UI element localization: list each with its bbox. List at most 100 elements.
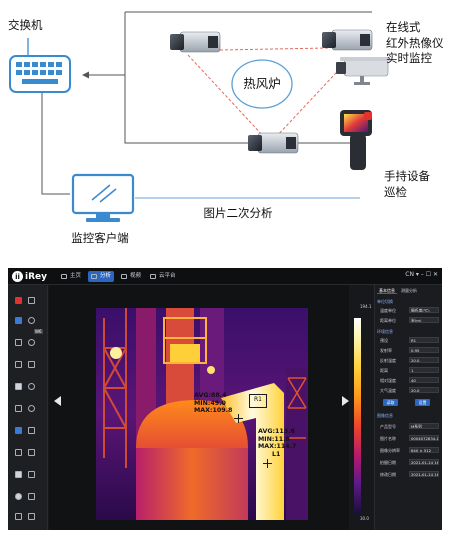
title-bar: ii iRey 主页 分析 视频 云平台 CN ▾ – ☐ ✕ [8,268,442,285]
row-modify-date: 修改日期 2021-01-14 16:31 [378,471,441,478]
copy-tool-icon[interactable] [15,405,22,412]
tab-analysis-label: 分析 [100,273,112,279]
next-image-arrow-icon[interactable] [342,396,349,406]
l1-name: L1 [272,450,281,458]
trash-tool-icon[interactable] [28,427,35,434]
camera-link-top [219,47,329,51]
home-icon [61,274,67,279]
histogram-tool-icon[interactable] [15,449,22,456]
expand-tool-icon[interactable] [28,361,35,368]
temperature-scale-bar[interactable] [354,318,361,513]
humidity-label: 相对湿度 [380,378,396,383]
window-controls[interactable]: CN ▾ – ☐ ✕ [405,271,438,278]
model-value: M系列 [409,423,439,429]
image-name-value: 0004072834-1R [409,435,439,441]
network-diagram: 交换机 监控客户端 热风炉 在线式 红外热像仪 实时监控 手持设备 巡检 图片二… [0,0,450,255]
row-temp-unit: 温度单位 摄氏度(℃) [378,307,441,314]
r1-max: MAX:109.8 [194,407,233,414]
emissivity-label: 发射率 [380,348,392,353]
l1-readout: AVG:113.6 MIN:11.8 MAX:114.7 L1 [258,428,296,458]
cloud-icon [150,274,156,279]
temp-unit-select[interactable]: 摄氏度(℃) [409,307,439,313]
preset-select[interactable]: R1 [409,337,439,343]
row-image-name: 图片名称 0004072834-1R [378,435,441,442]
tool-hint: W6 [34,329,43,334]
handheld-label-line2: 巡检 [384,185,407,199]
rotate-tool-icon[interactable] [28,383,35,390]
tab-basic-info[interactable]: 基本信息 [377,288,397,294]
grid-tool-icon[interactable] [15,427,22,434]
row-resolution: 图像分辨率 640 × 512 [378,447,441,454]
globe-tool-icon[interactable] [15,493,22,500]
modify-date-value: 2021-01-14 16:31 [409,471,439,477]
handheld-label-line1: 手持设备 [384,169,430,183]
dist-unit-label: 距离单位 [380,318,396,323]
layers-tool-icon[interactable] [15,383,22,390]
video-icon [121,274,127,279]
temp-unit-label: 温度单位 [380,308,396,313]
section-env: 环境信息 [377,329,393,334]
isotherm-tool-icon[interactable] [15,471,22,478]
read-button[interactable]: 读取 [383,399,398,406]
stove-ellipse [231,59,293,109]
camera-link-left [187,54,266,139]
humidity-input[interactable]: 40 [409,377,439,383]
arrow-to-switch [82,71,89,79]
hot-spot-2 [207,366,215,374]
r1-avg: AVG:88.4 [194,392,227,399]
hot-pipe [221,383,284,520]
panel-tabs: 基本信息 测量分析 [375,285,442,296]
export-tool-icon[interactable] [28,513,35,520]
tab-video-label: 视频 [130,273,142,279]
roi-label: R1 [254,396,262,403]
online-label-line3: 实时监控 [386,51,432,65]
crop-tool-icon[interactable] [15,339,22,346]
switch-label: 交换机 [8,18,43,32]
row-emissivity: 发射率 0.95 [378,347,441,354]
modify-date-label: 修改日期 [380,472,396,477]
thermal-camera-icon-3 [248,132,299,154]
prev-image-arrow-icon[interactable] [54,396,61,406]
dot-tool-icon[interactable] [28,339,35,346]
thermal-image[interactable] [96,308,308,520]
rect-tool-icon[interactable] [15,361,22,368]
tab-home[interactable]: 主页 [58,271,84,282]
row-humidity: 相对湿度 40 [378,377,441,384]
atmos-temp-input[interactable]: 20.0 [409,387,439,393]
dist-unit-select[interactable]: 米(m) [409,317,439,323]
text-tool-icon[interactable] [28,493,35,500]
distance-input[interactable]: 1 [409,367,439,373]
tab-measure-analysis[interactable]: 测量分析 [401,288,417,293]
chart-tool-icon[interactable] [28,449,35,456]
monitor-label: 监控客户端 [71,231,129,245]
reflect-temp-input[interactable]: 20.0 [409,357,439,363]
camera-link-right [274,57,351,139]
palette-tool-icon[interactable] [15,297,22,304]
compare-tool-icon[interactable] [28,471,35,478]
save-tool-icon[interactable] [15,513,22,520]
l1-max: MAX:114.7 [258,443,297,450]
refresh-tool-icon[interactable] [28,405,35,412]
tab-analysis[interactable]: 分析 [88,271,115,282]
roi-box-r1[interactable] [249,394,267,408]
r1-readout: AVG:88.4 MIN:49.0 MAX:109.8 [194,392,232,415]
monitor-icon [71,173,135,222]
keyboard-icon [9,38,71,93]
online-label-line2: 红外热像仪 [386,36,444,50]
online-label-line1: 在线式 [386,20,421,34]
pointer-tool-icon[interactable] [28,297,35,304]
analysis-label: 图片二次分析 [203,206,273,220]
set-button[interactable]: 设置 [415,399,430,406]
row-reflect-temp: 反射温度 20.0 [378,357,441,364]
emissivity-input[interactable]: 0.95 [409,347,439,353]
atmos-temp-label: 大气温度 [380,388,396,393]
section-unit: 单位切换 [377,299,393,304]
tab-cloud[interactable]: 云平台 [147,271,179,282]
color-tool-icon[interactable] [15,317,22,324]
row-preset: 预设 R1 [378,337,441,344]
logo-text: iRey [25,271,47,282]
tab-home-label: 主页 [70,273,82,279]
row-distance: 距离 1 [378,367,441,374]
spot-tool-icon[interactable] [28,317,35,324]
tab-video[interactable]: 视频 [118,271,144,282]
